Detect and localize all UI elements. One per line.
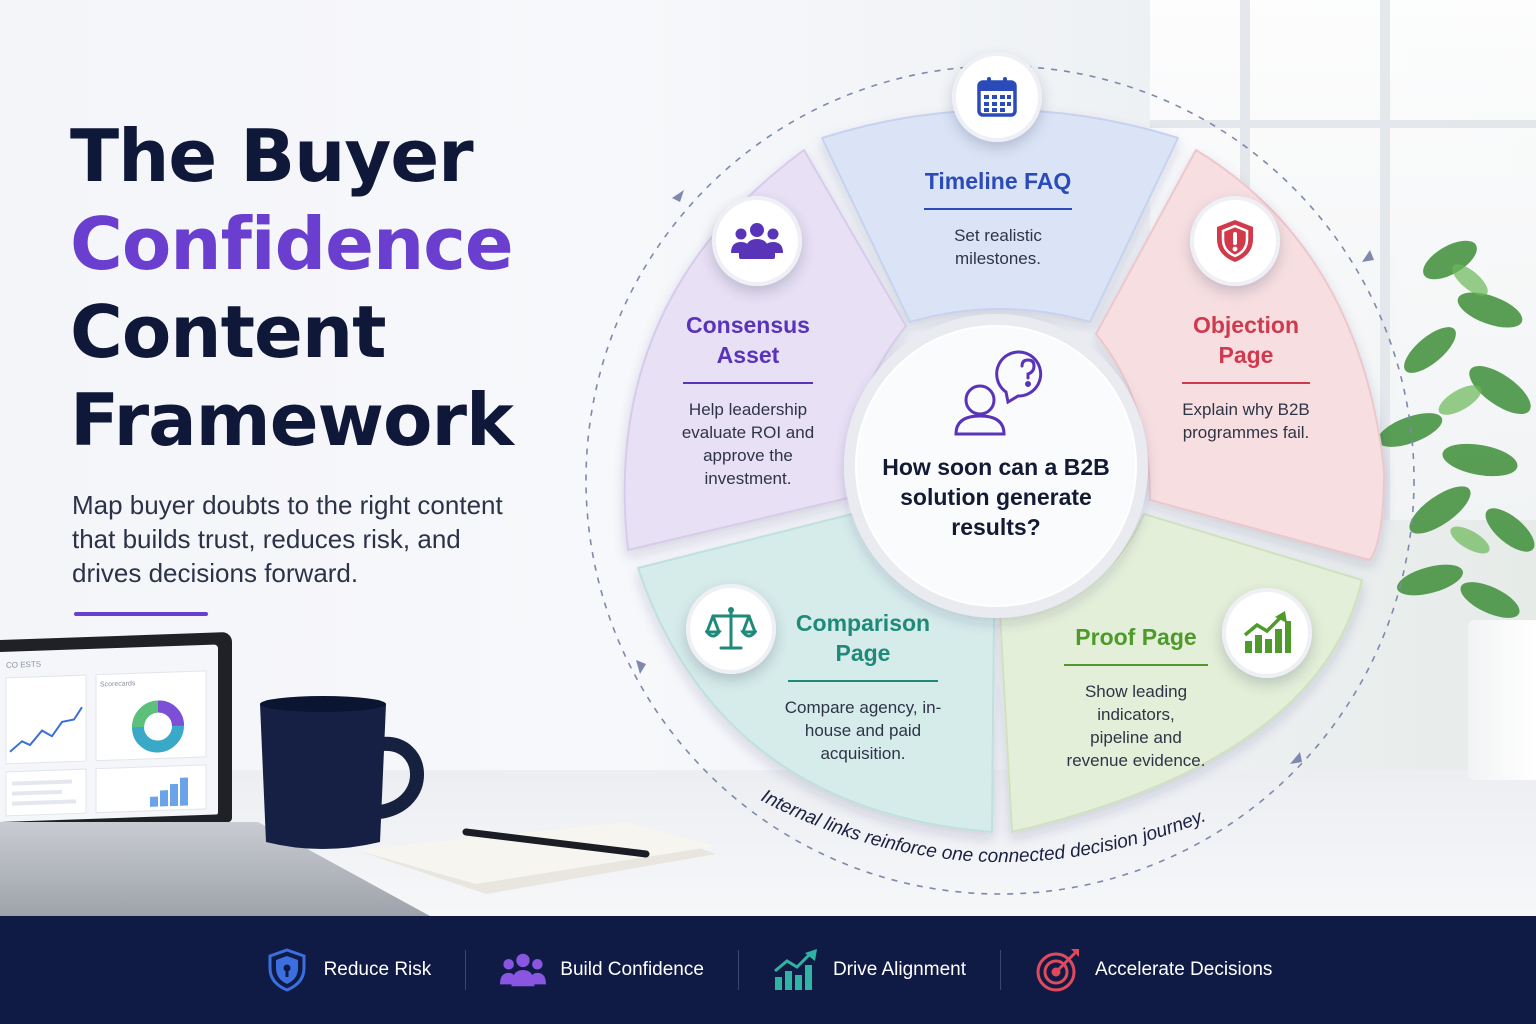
segment-comparison-title: Comparison Page [795,610,931,666]
arc-caption: Internal links reinforce one connected d… [758,786,1209,867]
laptop: CO ESTS Scorecards [0,631,430,916]
plant-decoration [1377,240,1535,618]
center-question: How soon can a B2B solution generate res… [882,454,1110,540]
segment-objection-text: Objection Page Explain why B2B programme… [1166,310,1326,444]
title-line-3: Content [70,290,386,374]
scales-icon [686,584,776,674]
segment-comparison-text: Comparison Page Compare agency, in-house… [778,608,948,765]
segment-timeline[interactable] [821,109,1179,323]
laptop-screen: CO ESTS Scorecards [0,631,232,831]
segment-consensus-text: Consensus Asset Help leadership evaluate… [670,310,826,490]
segment-objection-description: Explain why B2B programmes fail. [1182,400,1310,442]
person-question-icon [954,350,1043,436]
footer-item-drive-alignment: Drive Alignment [737,947,1000,993]
group-icon [500,947,547,993]
footer-label-accelerate-decisions: Accelerate Decisions [1095,959,1273,980]
footer-bar: Reduce Risk Build Confidence [0,916,1536,1024]
segment-proof-description: Show leading indicators, pipeline and re… [1066,682,1206,770]
footer-item-reduce-risk: Reduce Risk [230,947,466,993]
segment-timeline-text: Timeline FAQ Set realistic milestones. [910,166,1086,270]
title-line-2: Confidence [70,202,514,286]
plant-pot [1468,620,1536,780]
shield-lock-icon [264,947,310,993]
footer-label-build-confidence: Build Confidence [560,959,704,980]
footer-label-drive-alignment: Drive Alignment [832,959,966,980]
target-icon [1035,947,1081,993]
laptop-panel-label: Scorecards [100,680,136,688]
footer-label-reduce-risk: Reduce Risk [323,959,432,980]
segment-comparison-description: Compare agency, in-house and paid acquis… [784,698,942,763]
segment-consensus-title: Consensus Asset [686,312,810,368]
orbit-arrows [636,190,1374,764]
footer-item-accelerate-decisions: Accelerate Decisions [1000,947,1306,993]
svg-text:Internal links reinforce one c: Internal links reinforce one connected d… [758,786,1209,867]
segment-proof-title: Proof Page [1075,624,1197,650]
title-line-4: Framework [70,378,514,462]
coffee-mug [260,696,424,849]
segment-proof-rule [1064,664,1208,666]
segment-consensus-description: Help leadership evaluate ROI and approve… [681,400,815,488]
arc-caption-text: Internal links reinforce one connected d… [758,786,1209,867]
calendar-icon [952,52,1042,142]
segment-objection[interactable] [1095,149,1385,561]
team-icon [712,196,802,286]
laptop-header-text: CO ESTS [6,660,41,670]
segment-objection-rule [1182,382,1310,384]
page-title: The Buyer Confidence Content Framework [70,112,514,464]
bar-growth-icon [773,947,819,993]
segment-timeline-description: Set realistic milestones. [954,226,1042,268]
center-hub [855,325,1137,607]
segment-timeline-rule [924,208,1072,210]
notebook-pen [356,822,716,894]
title-underline [74,612,208,616]
segment-objection-title: Objection Page [1192,312,1300,368]
growth-chart-icon [1222,588,1312,678]
segment-comparison-rule [788,680,938,682]
segment-proof-text: Proof Page Show leading indicators, pipe… [1046,622,1226,772]
shield-alert-icon [1190,196,1280,286]
title-line-1: The Buyer [70,114,474,198]
footer-item-build-confidence: Build Confidence [465,950,738,990]
page-subtitle: Map buyer doubts to the right content th… [72,490,503,588]
segment-consensus-rule [683,382,813,384]
laptop-dashboard: CO ESTS Scorecards [5,660,207,817]
segment-timeline-title: Timeline FAQ [924,168,1072,194]
